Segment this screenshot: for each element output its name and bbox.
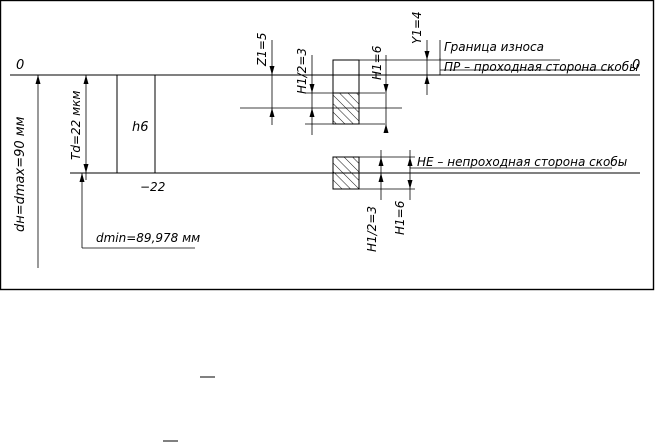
wear-limit-label: Граница износа [444,40,544,54]
wear-allowance-box [332,59,360,94]
no-go-side-field [332,156,360,190]
td-dim-label: Td=22 мкм [69,91,83,160]
diagram-frame [0,0,655,291]
pr-label: ПР – проходная сторона скобы [444,60,639,74]
h1-top-arrow-a [383,84,389,93]
y1-arrow-bottom [424,75,430,84]
h1-half-top-label: H1/2=3 [295,48,309,94]
z1-arrow-bottom [269,108,275,117]
z1-label: Z1=5 [255,32,269,67]
dmin-label: dmin=89,978 мм [96,231,200,245]
nominal-dim-label: dн=dmax=90 мм [13,116,28,232]
nominal-dim-arrow [35,75,41,84]
h1-half-top-arrow-a [309,84,315,93]
h1-bottom-arrow-b [407,180,413,189]
go-side-field [332,92,360,125]
h1-bottom-arrow-a [407,157,413,166]
td-arrow-top [83,75,89,84]
zero-label-left: 0 [16,58,24,73]
shaft-field-label: h6 [132,120,149,135]
h1-half-bottom-arrow-a [378,157,384,166]
h1-half-bottom-label: H1/2=3 [365,206,379,252]
h1-top-arrow-b [383,124,389,133]
shaft-tolerance-field [116,74,156,174]
lower-deviation-label: −22 [140,180,165,194]
y1-arrow-top [424,51,430,60]
h1-bottom-label: H1=6 [393,200,407,235]
h1-half-bottom-arrow-b [378,173,384,182]
y1-label: Y1=4 [410,11,424,44]
z1-arrow-top [269,66,275,75]
td-arrow-bottom [83,164,89,173]
h1-top-label: H1=6 [370,45,384,80]
ne-label: НЕ – непроходная сторона скобы [417,155,627,169]
h1-half-top-arrow-b [309,108,315,117]
dmin-arrow [79,173,85,182]
zero-label-right: 0 [632,58,640,73]
